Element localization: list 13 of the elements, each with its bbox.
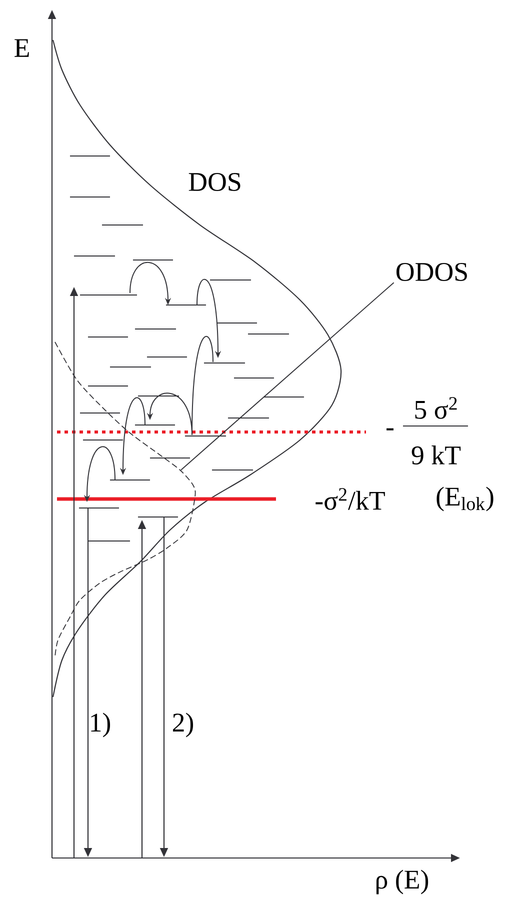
axis-label: E [14,39,29,57]
denominator: 9 kT [412,446,461,464]
curve-label: DOS [188,172,240,192]
path-label: 2) [172,712,194,738]
curve-label: ODOS [396,262,467,282]
level-label: (E$_{lok}$) [436,486,494,512]
dashed-curve [54,342,196,658]
numerator: 5 σ$^{2}$ [415,397,457,419]
path-label: 1) [91,712,110,738]
leader-line [180,282,394,470]
level-label: -σ$^{2}$/kT [316,488,385,510]
minus-sign: - [386,428,394,430]
axis-label: ρ (E) [376,870,428,894]
